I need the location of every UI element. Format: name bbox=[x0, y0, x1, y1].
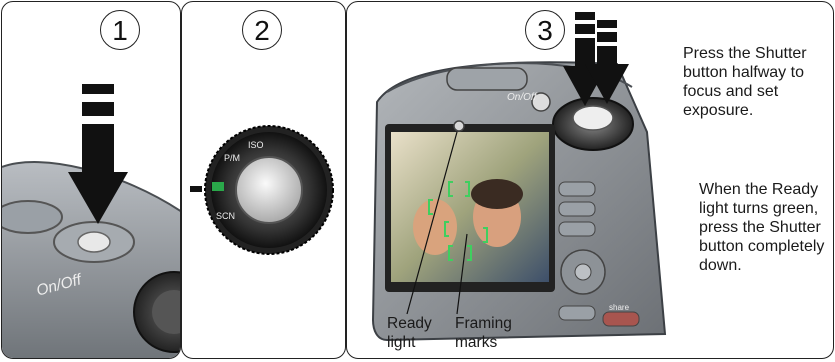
dial-label-pm: P/M bbox=[224, 149, 240, 168]
step-1-panel: 1 On/Off bbox=[1, 1, 181, 359]
mode-dial-illustration bbox=[182, 2, 346, 359]
dial-label-scn: SCN bbox=[216, 207, 235, 226]
framing-marks-label: Framing marks bbox=[455, 314, 512, 352]
camera-share-label: share bbox=[609, 298, 629, 317]
step-3-number: 3 bbox=[525, 10, 565, 50]
camera-on-off-label: On/Off bbox=[507, 88, 536, 107]
step-3-panel: 3 On/Off share Ready light Framing marks… bbox=[346, 1, 834, 359]
step-2-number: 2 bbox=[242, 10, 282, 50]
instruction-fully: When the Ready light turns green, press … bbox=[699, 180, 825, 275]
step-2-panel: 2 P/M ISO SCN bbox=[181, 1, 346, 359]
instruction-halfway: Press the Shutter button halfway to focu… bbox=[683, 44, 823, 120]
step-1-number: 1 bbox=[100, 10, 140, 50]
dial-label-iso: ISO bbox=[248, 136, 264, 155]
step-1-illustration bbox=[2, 2, 181, 359]
ready-light-label: Ready light bbox=[387, 314, 432, 352]
